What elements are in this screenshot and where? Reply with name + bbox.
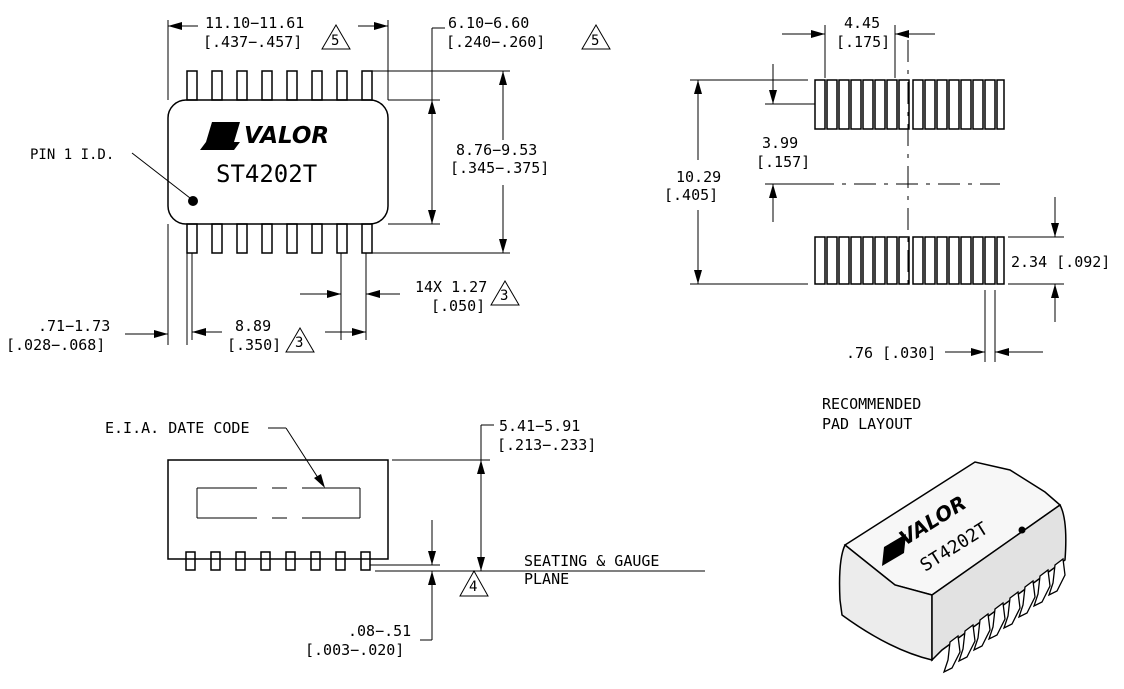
pin1-dot — [188, 196, 198, 206]
lead-dim: .71−1.73 — [38, 317, 110, 335]
pitch-dim: 14X 1.27 — [415, 278, 487, 296]
pad-layout: 4.45 [.175] 3.99 [.157] 10.29 [.405] 2.3… — [664, 14, 1110, 433]
note-triangle — [321, 24, 351, 50]
pad-w-dim: .76 [.030] — [846, 344, 936, 362]
pitch-note: 3 — [500, 288, 508, 304]
side-height-dim-in: [.213−.233] — [497, 436, 596, 454]
pitch-dim-in: [.050] — [431, 297, 485, 315]
logo-text: VALOR — [244, 123, 329, 149]
height-dim-in: [.345−.375] — [450, 159, 549, 177]
standoff-dim-in: [.003−.020] — [305, 641, 404, 659]
total-dim: 10.29 — [676, 168, 721, 186]
valor-logo: VALOR — [200, 122, 329, 150]
standoff-dim: .08−.51 — [348, 622, 411, 640]
lead-dim-in: [.028−.068] — [6, 336, 105, 354]
height-dim: 8.76−9.53 — [456, 141, 537, 159]
part-number: ST4202T — [216, 160, 317, 188]
span-dim-in: [.350] — [227, 336, 281, 354]
side-view: E.I.A. DATE CODE 5.41−5.91 [.213−.233] 4… — [105, 417, 705, 659]
total-dim-in: [.405] — [664, 186, 718, 204]
date-code-label: E.I.A. DATE CODE — [105, 419, 250, 437]
width-dim: 11.10−11.61 — [205, 14, 304, 32]
pad-caption-line2: PAD LAYOUT — [822, 415, 912, 433]
pad-caption-line1: RECOMMENDED — [822, 395, 921, 413]
top-view: VALOR ST4202T PIN 1 I.D. 11.10−11.61 [.4… — [6, 14, 611, 354]
width-dim-in: [.437−.457] — [203, 33, 302, 51]
top-leads — [186, 70, 373, 101]
pad-gap-dim: 3.99 — [762, 134, 798, 152]
side-height-dim: 5.41−5.91 — [499, 417, 580, 435]
pad-width-dim-in: [.175] — [836, 33, 890, 51]
body-width-dim-in: [.240−.260] — [446, 33, 545, 51]
3d-pin1-dot — [1018, 526, 1026, 534]
plane-note: 4 — [469, 579, 477, 595]
body-width-note: 5 — [591, 33, 599, 49]
pad-len-dim: 2.34 [.092] — [1011, 253, 1110, 271]
body-width-dim: 6.10−6.60 — [448, 14, 529, 32]
component-3d-render: VALOR ST4202T — [838, 461, 1067, 674]
plane-label2: PLANE — [524, 570, 569, 588]
bottom-leads — [186, 223, 373, 254]
pin1-label: PIN 1 I.D. — [30, 147, 114, 163]
pad-gap-dim-in: [.157] — [756, 153, 810, 171]
span-dim: 8.89 — [235, 317, 271, 335]
pad-width-dim: 4.45 — [844, 14, 880, 32]
width-note: 5 — [331, 33, 339, 49]
bottom-pads — [814, 236, 1005, 285]
side-leads — [185, 551, 371, 571]
span-note: 3 — [295, 335, 303, 351]
3d-leads — [942, 557, 1066, 674]
plane-label1: SEATING & GAUGE — [524, 552, 659, 570]
top-pads — [814, 79, 1005, 130]
component-body-side — [167, 459, 389, 560]
component-body-top — [167, 99, 389, 225]
